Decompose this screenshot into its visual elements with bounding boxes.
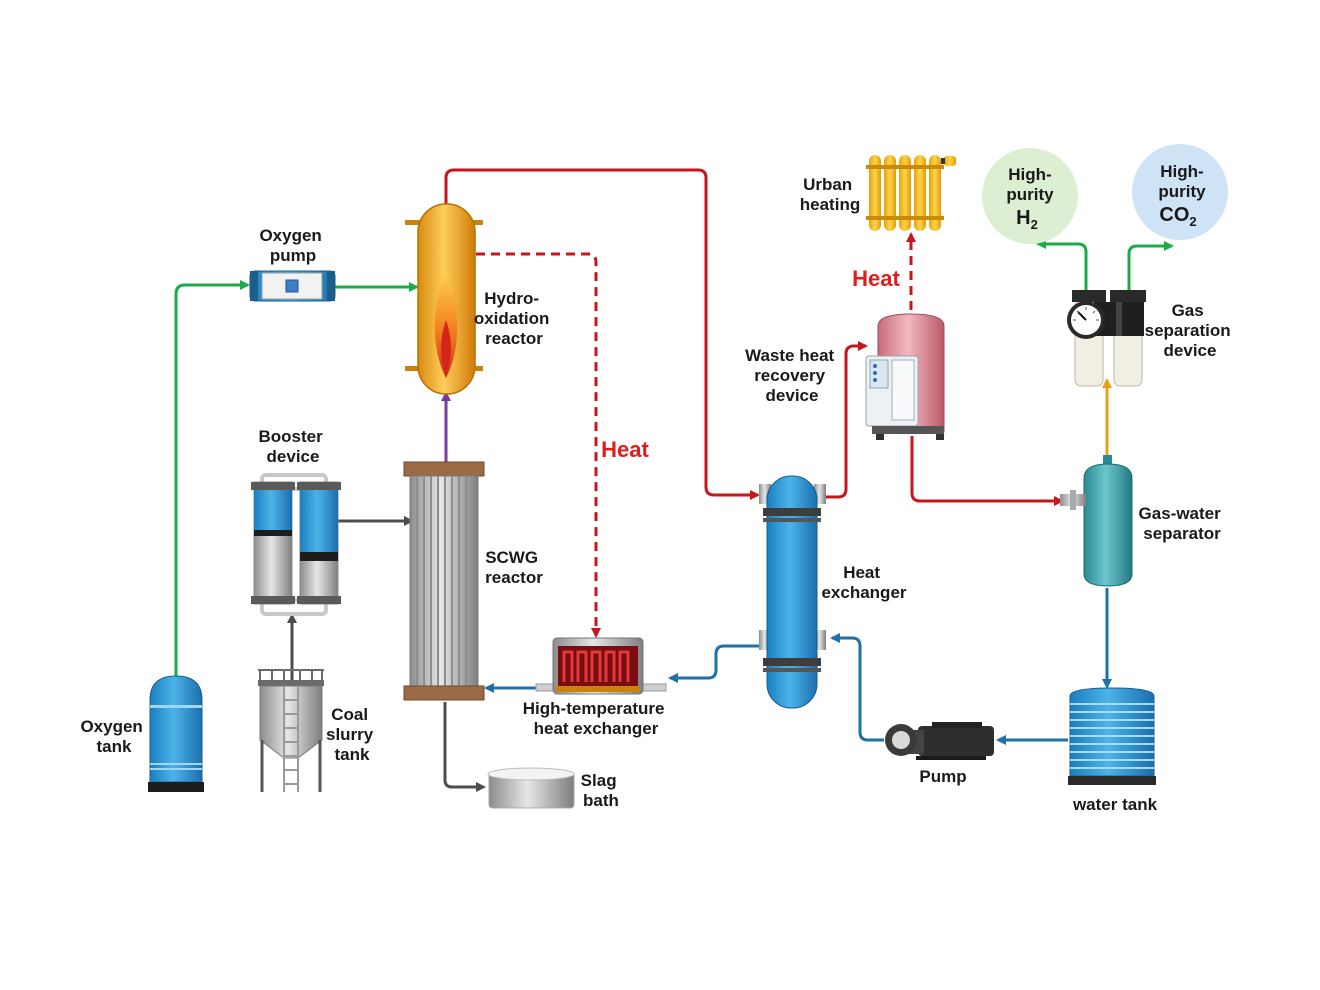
waste-heat-recovery-device <box>865 313 945 440</box>
oxygen-tank <box>148 675 204 792</box>
gas-water-separator <box>1060 455 1133 587</box>
label-urban-heating: Urban heating <box>800 175 860 214</box>
oxygen-line-tank-to-pump <box>174 280 250 676</box>
label-water-tank: water tank <box>1072 795 1158 814</box>
label-heat-exchanger: Heat exchanger <box>821 563 906 602</box>
oxygen-pump <box>249 270 336 302</box>
urban-heating-radiator <box>866 155 956 231</box>
hot-line-exchanger-to-waste <box>825 341 868 499</box>
label-scwg-reactor: SCWG reactor <box>485 548 543 587</box>
label-gas-separation-device: Gas separation device <box>1145 301 1236 360</box>
h2-line <box>1036 239 1088 290</box>
co2-product: High- purity CO2 <box>1132 144 1228 240</box>
label-pump: Pump <box>919 767 966 786</box>
label-heat-htx: Heat <box>601 437 649 462</box>
co2-line <box>1127 241 1174 290</box>
gas-separation-device <box>1067 290 1146 387</box>
hydro-oxidation-reactor <box>405 203 483 395</box>
label-hydro-oxidation-reactor: Hydro- oxidation reactor <box>474 289 554 348</box>
slag-bath <box>487 767 575 809</box>
water-line-pump-to-exchanger <box>830 633 884 742</box>
coal-slurry-tank <box>258 669 324 792</box>
high-temperature-heat-exchanger <box>535 637 667 695</box>
water-line-exchanger-to-htx <box>668 644 760 683</box>
water-tank <box>1068 687 1156 785</box>
label-booster-device: Booster device <box>259 427 328 466</box>
booster-device <box>251 473 341 616</box>
co2-line-2: purity <box>1158 182 1206 201</box>
h2-product: High- purity H2 <box>982 148 1078 244</box>
label-oxygen-tank: Oxygen tank <box>80 717 147 756</box>
co2-formula: CO2 <box>1159 204 1196 229</box>
label-oxygen-pump: Oxygen pump <box>259 226 326 265</box>
slag-line-scwg-to-bath <box>443 702 486 792</box>
flow-lines <box>174 168 1174 792</box>
label-heat-urban: Heat <box>852 266 900 291</box>
hot-line-waste-to-separator <box>910 436 1064 506</box>
scwg-reactor <box>403 461 485 701</box>
heat-exchanger <box>759 475 826 709</box>
label-slag-bath: Slag bath <box>581 771 622 810</box>
heat-line-to-ht-exchanger <box>476 252 601 638</box>
label-high-temperature-heat-exchanger: High-temperature heat exchanger <box>523 699 669 738</box>
hot-line-reactor-to-exchanger <box>444 168 760 500</box>
h2-formula: H2 <box>1016 207 1038 232</box>
label-waste-heat-recovery-device: Waste heat recovery device <box>745 346 839 405</box>
co2-line-1: High- <box>1160 162 1203 181</box>
label-coal-slurry-tank: Coal slurry tank <box>326 705 378 764</box>
h2-line-2: purity <box>1006 185 1054 204</box>
label-gas-water-separator: Gas-water separator <box>1139 504 1226 543</box>
water-pump <box>885 722 994 760</box>
labels: Oxygen pump Hydro- oxidation reactor Boo… <box>80 175 1236 814</box>
h2-line-1: High- <box>1008 165 1051 184</box>
